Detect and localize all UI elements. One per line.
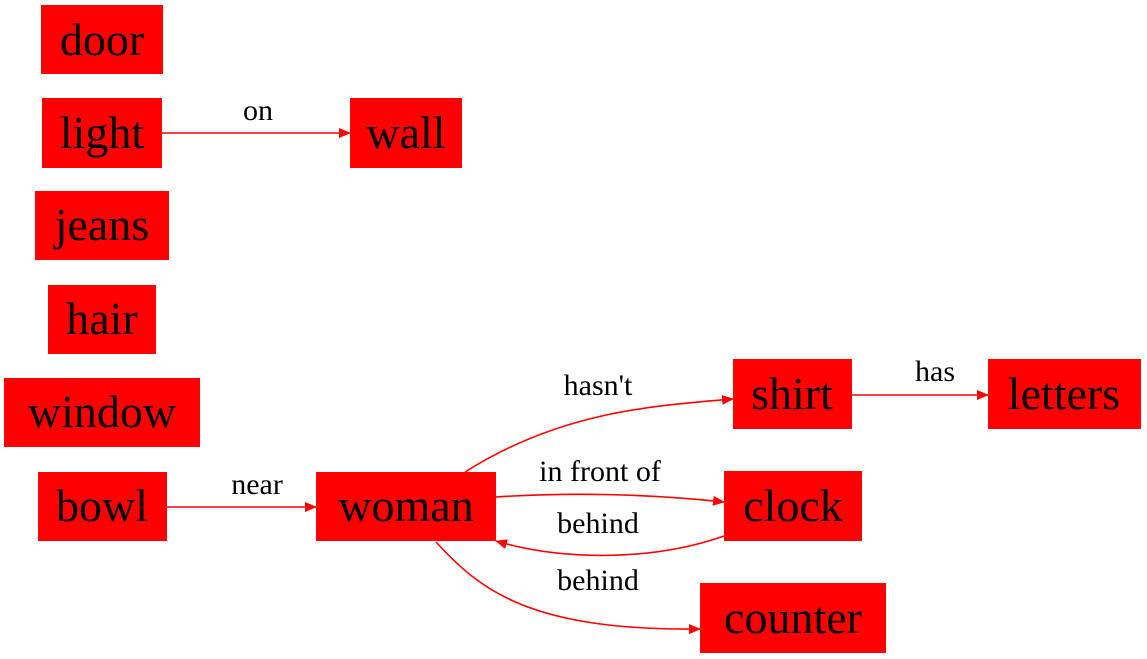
edge-woman-clock: in front of bbox=[495, 455, 725, 506]
node-box bbox=[4, 378, 200, 447]
edge-line bbox=[435, 541, 701, 635]
node-window: window bbox=[4, 378, 200, 447]
node-label: counter bbox=[724, 592, 862, 643]
node-counter: counter bbox=[700, 583, 886, 653]
edge-label-has: has bbox=[915, 355, 955, 388]
node-label: wall bbox=[366, 107, 445, 158]
node-box bbox=[350, 98, 462, 168]
edge-label-behind: behind bbox=[557, 564, 639, 597]
edge-clock-woman: behind bbox=[495, 507, 725, 557]
edge-light-wall: on bbox=[162, 94, 351, 138]
edge-line bbox=[464, 394, 734, 473]
node-box bbox=[35, 191, 169, 260]
node-label: door bbox=[60, 14, 144, 65]
node-box bbox=[988, 359, 1141, 429]
node-bowl: bowl bbox=[38, 472, 167, 541]
node-jeans: jeans bbox=[35, 191, 169, 260]
node-box bbox=[38, 472, 167, 541]
edge-label-hasnt: hasn't bbox=[564, 369, 633, 402]
node-label: window bbox=[28, 386, 177, 437]
edge-label-near: near bbox=[231, 468, 283, 501]
edge-shirt-letters: has bbox=[852, 355, 989, 400]
node-label: woman bbox=[338, 480, 473, 531]
edge-line bbox=[495, 493, 725, 506]
node-label: light bbox=[60, 107, 145, 158]
node-woman: woman bbox=[316, 472, 496, 541]
node-label: hair bbox=[66, 293, 138, 344]
node-box bbox=[316, 472, 496, 541]
edge-label-on: on bbox=[243, 94, 273, 127]
edge-label-behind: behind bbox=[557, 507, 639, 540]
node-letters: letters bbox=[988, 359, 1141, 429]
node-label: bowl bbox=[56, 480, 148, 531]
node-light: light bbox=[42, 98, 162, 168]
edge-woman-counter: behind bbox=[435, 541, 701, 635]
node-clock: clock bbox=[724, 471, 862, 541]
node-shirt: shirt bbox=[733, 359, 852, 429]
node-wall: wall bbox=[350, 98, 462, 168]
node-box bbox=[42, 98, 162, 168]
edge-line bbox=[495, 535, 725, 557]
node-label: clock bbox=[743, 480, 843, 531]
edge-bowl-woman: near bbox=[167, 468, 317, 512]
edge-label-in-front-of: in front of bbox=[539, 455, 661, 488]
node-label: shirt bbox=[751, 368, 833, 419]
node-box bbox=[48, 285, 156, 354]
edge-woman-shirt: hasn't bbox=[464, 369, 734, 473]
node-box bbox=[700, 583, 886, 653]
node-door: door bbox=[41, 5, 163, 74]
node-hair: hair bbox=[48, 285, 156, 354]
node-box bbox=[41, 5, 163, 74]
node-label: letters bbox=[1008, 368, 1120, 419]
node-box bbox=[733, 359, 852, 429]
node-box bbox=[724, 471, 862, 541]
node-label: jeans bbox=[53, 199, 150, 250]
